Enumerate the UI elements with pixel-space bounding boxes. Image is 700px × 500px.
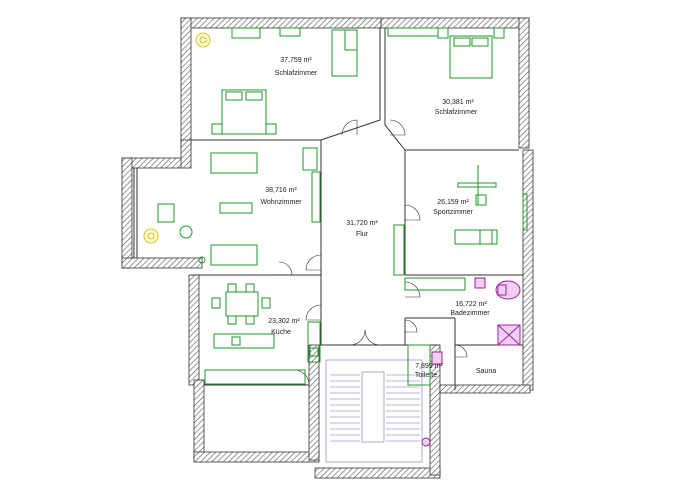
toilet-area: 7,899 m² (415, 363, 443, 370)
bathroom-area: 16,722 m² (455, 301, 487, 308)
room-labels: 37,759 m² Schlafzimmer 30,381 m² Schlafz… (260, 57, 496, 379)
bedroom-1-furniture (195, 27, 358, 135)
bedroom-2-furniture (387, 27, 505, 79)
inner-walls (191, 28, 523, 390)
living-room-area: 38,716 m² (265, 187, 297, 194)
sport-room-name: Sportzimmer (433, 209, 473, 216)
bathroom-name: Badezimmer (450, 310, 490, 317)
sauna-name: Sauna (476, 368, 496, 375)
sport-room-area: 26,159 m² (437, 199, 469, 206)
sport-room-furniture (454, 165, 528, 245)
hallway-furniture (393, 224, 405, 276)
bedroom-1-area: 37,759 m² (280, 57, 312, 64)
hallway-area: 31,720 m² (346, 220, 378, 227)
toilet-name: Toilette (415, 372, 437, 379)
bedroom-2-area: 30,381 m² (442, 99, 474, 106)
outer-walls (121, 17, 534, 479)
kitchen-area: 23,302 m² (268, 318, 300, 325)
bathroom-fixtures (404, 277, 521, 447)
bedroom-1-name: Schlafzimmer (275, 70, 318, 77)
hallway-name: Flur (356, 231, 369, 238)
bedroom-2-name: Schlafzimmer (435, 109, 478, 116)
living-room-name: Wohnzimmer (260, 199, 302, 206)
living-room-furniture (133, 147, 321, 266)
kitchen-name: Küche (271, 329, 291, 336)
staircase (325, 359, 423, 463)
kitchen-furniture (204, 283, 321, 385)
